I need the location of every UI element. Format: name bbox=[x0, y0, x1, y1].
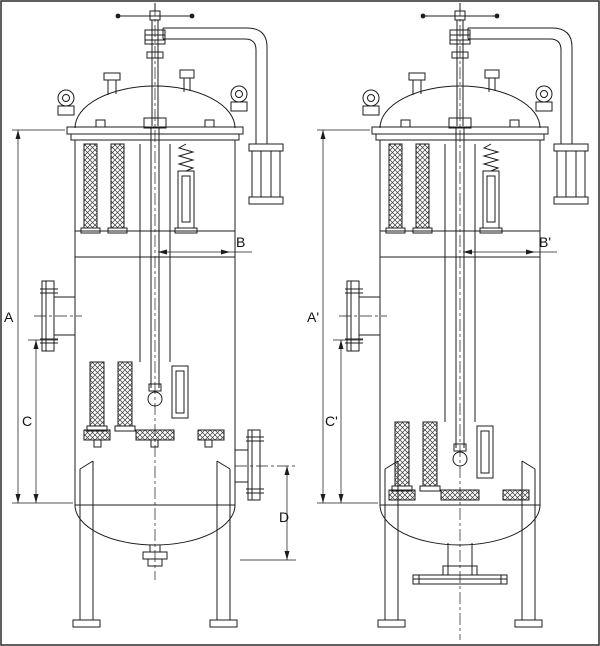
bottom-side-outlet-flange bbox=[235, 429, 296, 501]
dimension-a-prime: A' bbox=[307, 129, 378, 504]
dimension-label-b: B bbox=[236, 234, 245, 250]
dimension-label-c: C bbox=[22, 413, 32, 429]
bottom-outlet-flange bbox=[412, 543, 508, 585]
dimension-a: A bbox=[4, 129, 73, 504]
bottom-drain bbox=[142, 545, 168, 567]
right-vessel-drawing: A' C' B' bbox=[307, 2, 589, 640]
lower-filter-basket bbox=[388, 421, 530, 501]
dimension-b-prime: B' bbox=[463, 234, 557, 255]
dimension-b: B bbox=[158, 234, 252, 255]
dimension-label-c-prime: C' bbox=[325, 413, 338, 429]
left-vessel-drawing: A C B D bbox=[4, 2, 296, 628]
dimension-d: D bbox=[240, 466, 296, 561]
dimension-label-b-prime: B' bbox=[539, 234, 551, 250]
dimension-c-prime: C' bbox=[325, 339, 363, 503]
dimension-label-a-prime: A' bbox=[307, 309, 319, 325]
dimension-c: C bbox=[22, 339, 58, 503]
internal-rods bbox=[139, 231, 171, 388]
internal-rods bbox=[444, 231, 476, 448]
dimension-label-d: D bbox=[279, 509, 289, 525]
lower-filter-basket bbox=[83, 361, 225, 448]
dimension-label-a: A bbox=[4, 309, 14, 325]
